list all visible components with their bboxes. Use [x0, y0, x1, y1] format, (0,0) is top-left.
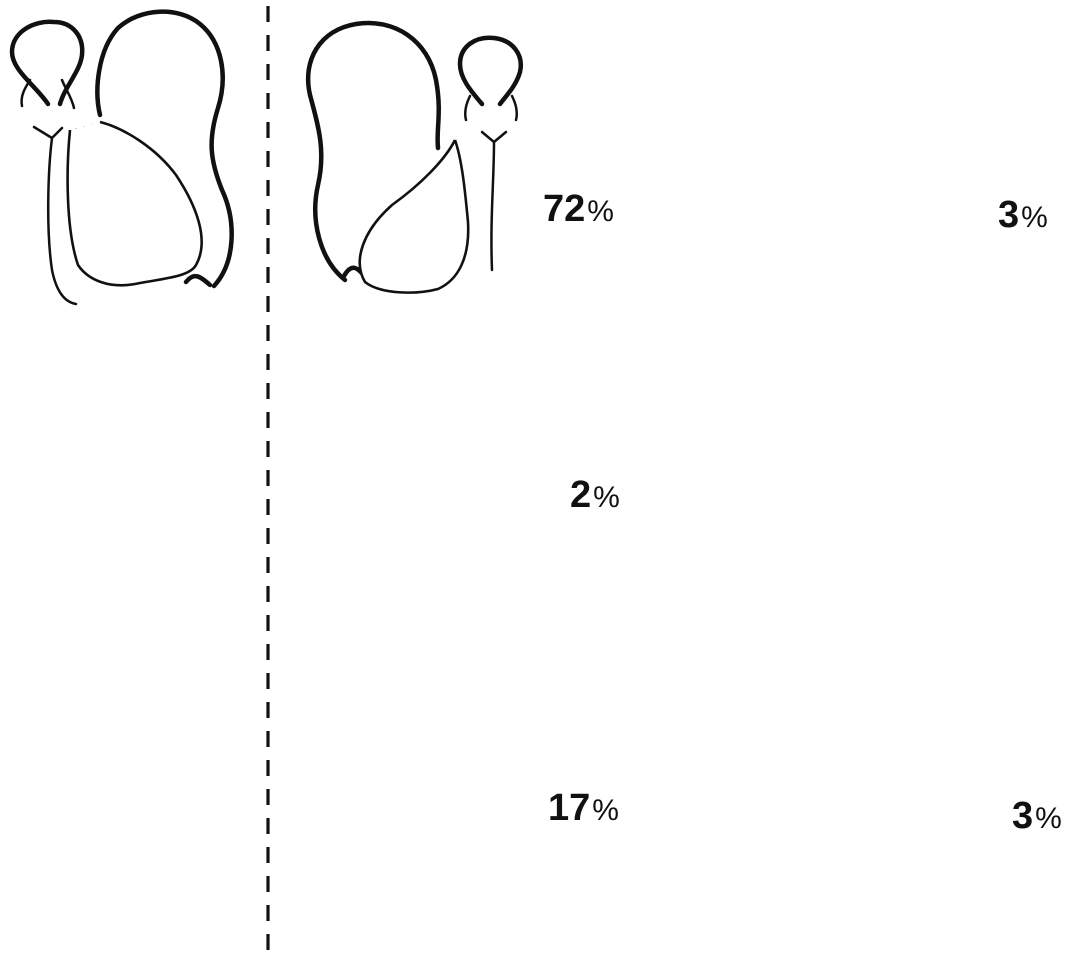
percent-value-a: 72	[543, 188, 585, 230]
panel-a-heart	[308, 23, 521, 293]
percent-label-e: 3%	[1012, 797, 1062, 835]
reference-heart	[12, 12, 232, 304]
percent-label-d: 3%	[998, 196, 1048, 234]
percent-value-b: 2	[570, 474, 591, 516]
percent-sign-e: %	[1035, 802, 1062, 835]
percent-sign-d: %	[1021, 201, 1048, 234]
percent-sign-c: %	[592, 794, 619, 827]
percent-value-c: 17	[548, 787, 590, 829]
percent-sign-a: %	[587, 195, 614, 228]
percent-value-d: 3	[998, 194, 1019, 236]
percent-label-b: 2%	[570, 476, 620, 514]
percent-label-c: 17%	[548, 789, 619, 827]
percent-value-e: 3	[1012, 795, 1033, 837]
percent-label-a: 72%	[543, 190, 614, 228]
percent-sign-b: %	[593, 481, 620, 514]
